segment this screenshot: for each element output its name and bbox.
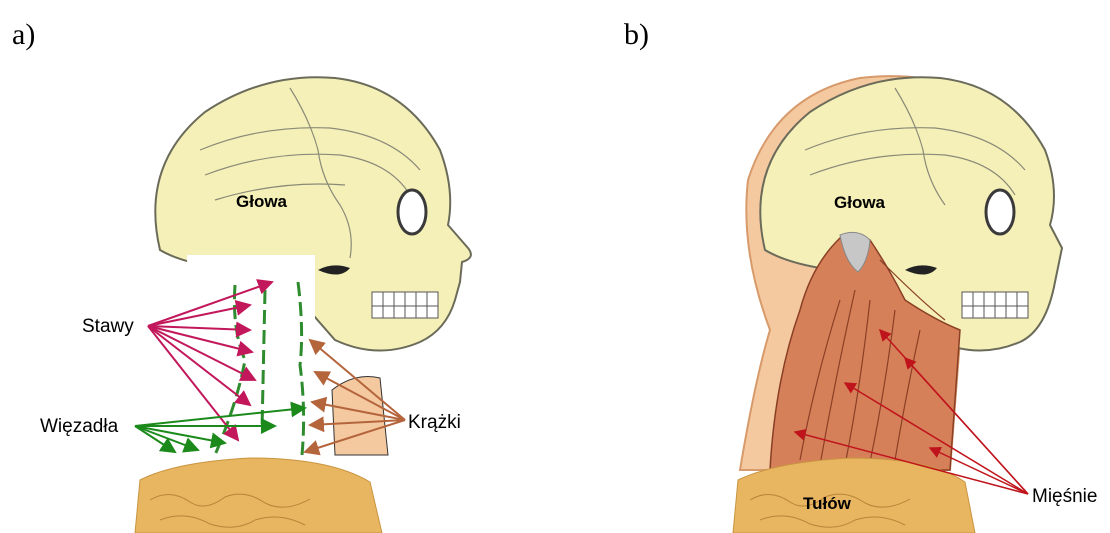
joints-label: Stawy	[82, 316, 134, 337]
panel-a: a) Głowa Stawy Więzadła	[12, 18, 471, 533]
muscles-label: Mięśnie	[1032, 486, 1097, 507]
panel-b: b) Głowa Tułów Mięśnie	[624, 18, 1097, 533]
trunk-shape-b	[733, 458, 975, 533]
ligaments-label: Więzadła	[40, 416, 119, 437]
teeth-b	[962, 292, 1028, 318]
panel-a-label: a)	[12, 18, 35, 51]
eye-orbit-b	[986, 190, 1014, 234]
teeth	[372, 292, 438, 318]
trunk-label: Tułów	[803, 494, 852, 513]
head-label-a: Głowa	[236, 192, 288, 211]
panel-b-label: b)	[624, 18, 649, 51]
eye-orbit	[398, 190, 426, 234]
trunk-shape	[135, 458, 382, 533]
head-label-b: Głowa	[834, 193, 886, 212]
discs-label: Krążki	[408, 412, 461, 433]
